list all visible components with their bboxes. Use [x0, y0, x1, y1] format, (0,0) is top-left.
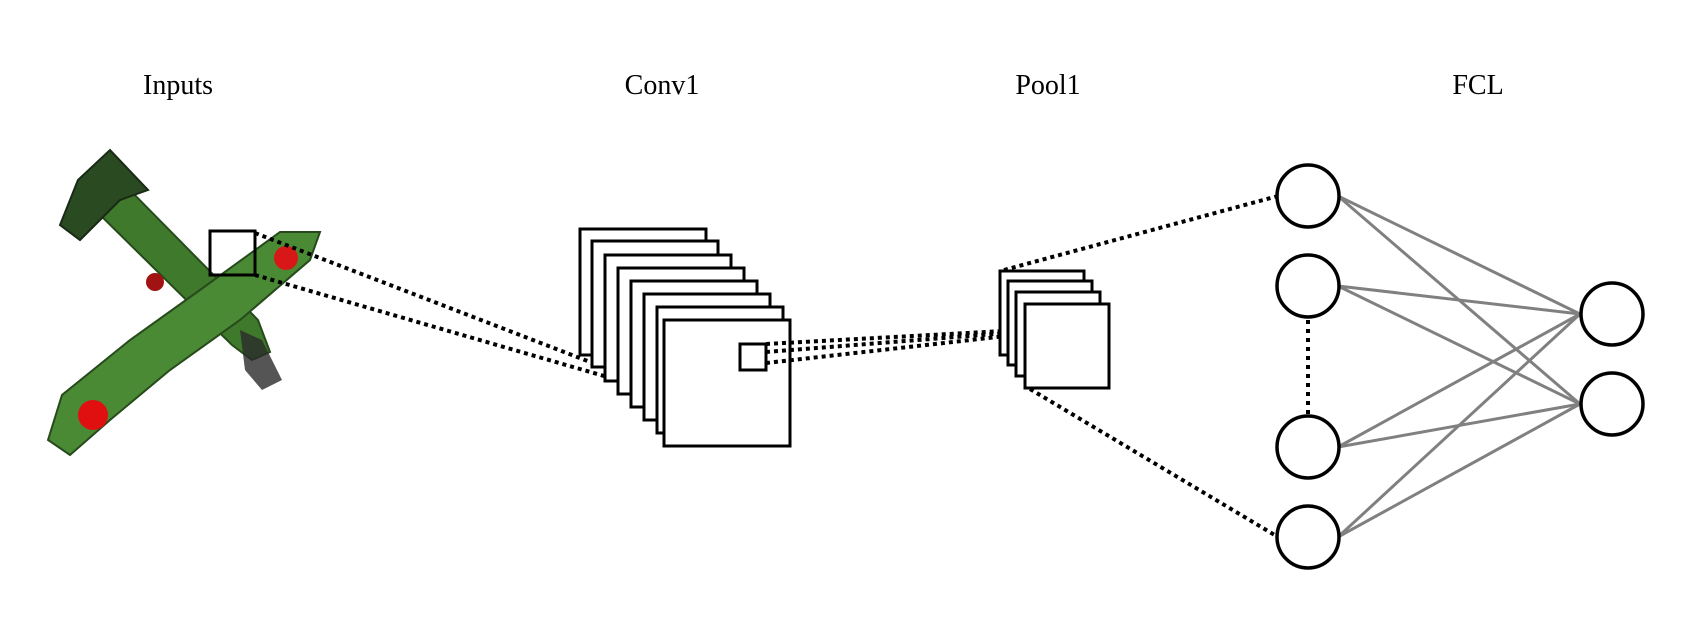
fcl-node [1275, 163, 1341, 229]
pool1-label: Pool1 [1015, 70, 1081, 101]
fcl-label: FCL [1452, 70, 1504, 101]
output-node [1579, 281, 1645, 347]
airplane-icon [46, 148, 322, 457]
pool1-to-fcl-connectors [1003, 194, 1280, 539]
conv1-feature-maps [578, 227, 792, 448]
conv1-map [662, 318, 792, 448]
fcl-node [1275, 253, 1341, 319]
airplane-tail [58, 148, 150, 242]
pool1-feature-maps [998, 269, 1111, 390]
inputs-label: Inputs [143, 70, 213, 101]
fcl-node [1275, 414, 1341, 480]
wing-marking-left [78, 400, 108, 430]
pool1-map [1023, 302, 1111, 390]
airplane-nose [240, 330, 282, 390]
input-receptive-field [208, 229, 257, 277]
wing-marking-right [274, 246, 298, 270]
fcl-layer1-nodes [1275, 163, 1341, 570]
conv1-pool-window [738, 342, 768, 372]
fc-edges [1336, 194, 1582, 539]
conv1-label: Conv1 [624, 70, 700, 101]
output-node [1579, 371, 1645, 437]
fuselage-marking [146, 273, 164, 291]
fcl-node [1275, 504, 1341, 570]
fcl-output-nodes [1579, 281, 1645, 437]
